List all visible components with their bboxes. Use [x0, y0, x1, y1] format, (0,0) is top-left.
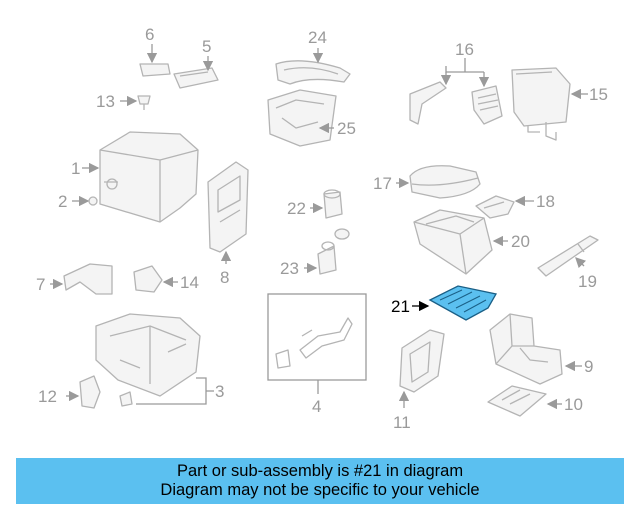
callout-16: 16 — [455, 40, 474, 59]
callout-12: 12 — [38, 387, 57, 406]
part-20-housing — [413, 209, 493, 275]
callout-10: 10 — [564, 395, 583, 414]
callout-18: 18 — [536, 192, 555, 211]
callout-9: 9 — [584, 357, 593, 376]
part-22-socket — [323, 189, 343, 219]
part-21-mat — [428, 285, 498, 321]
part-13-clip — [137, 95, 151, 110]
callout-1: 1 — [71, 159, 80, 178]
part-8-rear-panel — [207, 161, 249, 253]
callout-22: 22 — [287, 199, 306, 218]
part-24-armrest — [275, 60, 351, 85]
callout-13: 13 — [96, 92, 115, 111]
callout-14: 14 — [180, 273, 199, 292]
callout-20: 20 — [511, 232, 530, 251]
part-5-tray — [173, 67, 219, 89]
banner-line-2: Diagram may not be specific to your vehi… — [160, 481, 480, 499]
part-19-trim-strip — [537, 235, 599, 277]
part-9-shift-assembly — [489, 313, 563, 385]
callout-23: 23 — [280, 259, 299, 278]
callout-5: 5 — [202, 37, 211, 56]
callout-11: 11 — [393, 413, 411, 432]
part-25-bracket — [267, 89, 337, 147]
callout-19: 19 — [578, 272, 597, 291]
part-3-console-base — [95, 313, 201, 407]
part-4-box — [267, 293, 367, 381]
part-11-pocket — [399, 329, 445, 393]
part-23-outlet — [317, 228, 350, 275]
part-10-mat — [487, 385, 547, 417]
leader-19 — [575, 257, 587, 269]
part-15-bin — [511, 67, 571, 141]
callout-6: 6 — [145, 25, 154, 44]
part-17-lid — [409, 165, 481, 199]
part-2-screw — [88, 196, 98, 206]
info-banner: Part or sub-assembly is #21 in diagram D… — [16, 458, 624, 504]
callout-24: 24 — [308, 28, 327, 47]
callout-15: 15 — [589, 85, 608, 104]
callout-21: 21 — [391, 297, 410, 316]
callout-17: 17 — [373, 174, 392, 193]
part-12-bracket — [79, 375, 101, 409]
part-14-cover — [133, 265, 163, 293]
parts-diagram: 6 5 13 24 25 16 15 — [36, 25, 608, 432]
callout-2: 2 — [58, 192, 67, 211]
callout-7: 7 — [36, 275, 45, 294]
callout-25: 25 — [337, 119, 356, 138]
banner-line-1: Part or sub-assembly is #21 in diagram — [176, 462, 464, 480]
part-1-console-front — [99, 131, 199, 223]
callout-3: 3 — [215, 382, 224, 401]
part-16-trim — [409, 81, 503, 125]
part-6-pad — [139, 63, 171, 77]
part-18-seal — [475, 195, 515, 219]
part-7-duct — [63, 263, 113, 295]
callout-8: 8 — [220, 268, 229, 287]
callout-4: 4 — [312, 397, 321, 416]
